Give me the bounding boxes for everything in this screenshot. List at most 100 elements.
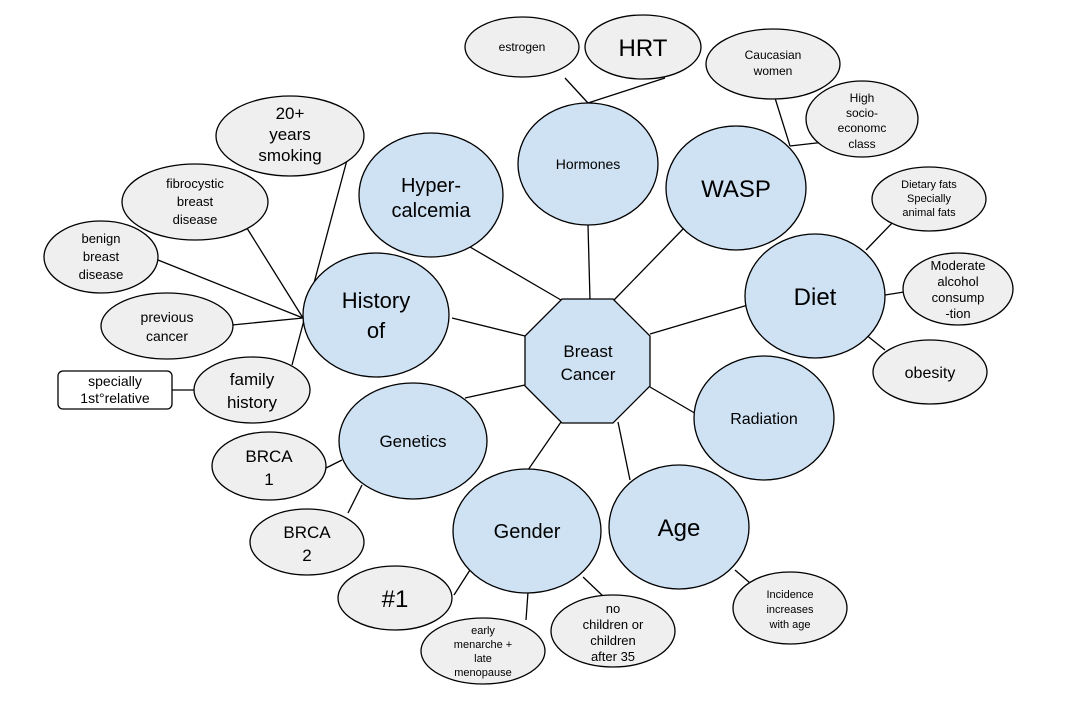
edge-gender-children bbox=[582, 576, 605, 598]
detail-menarche-ellipse bbox=[420, 617, 546, 685]
category-radiation: Radiation bbox=[693, 355, 835, 481]
category-radiation-label: Radiation bbox=[730, 411, 798, 428]
detail-estrogen-ellipse bbox=[464, 16, 580, 78]
detail-brca2-ellipse bbox=[249, 508, 365, 576]
edge-center-history bbox=[451, 317, 526, 337]
detail-benign-ellipse bbox=[43, 220, 159, 294]
edge-hormones-hrt bbox=[587, 77, 666, 104]
detail-caucasian-ellipse bbox=[705, 28, 841, 100]
category-diet-ellipse bbox=[744, 233, 886, 359]
edge-center-gender bbox=[527, 421, 562, 471]
detail-hrt: HRT bbox=[584, 14, 702, 80]
category-hypercalcemia-ellipse bbox=[358, 132, 504, 258]
category-wasp-label: WASP bbox=[701, 176, 771, 203]
edge-gender-number1 bbox=[453, 569, 471, 596]
detail-brca1-ellipse bbox=[211, 431, 327, 501]
detail-hrt-label: HRT bbox=[619, 35, 668, 62]
edge-hormones-estrogen bbox=[564, 77, 589, 104]
category-hormones-ellipse bbox=[517, 102, 659, 226]
category-genetics-ellipse bbox=[338, 382, 488, 500]
category-genetics: Genetics bbox=[338, 382, 488, 500]
detail-relative-box bbox=[57, 370, 173, 410]
edge-center-genetics bbox=[464, 384, 526, 399]
center-connectors bbox=[451, 224, 749, 481]
detail-obesity-label: obesity bbox=[905, 365, 956, 382]
edge-center-wasp bbox=[613, 227, 685, 301]
category-age-ellipse bbox=[608, 464, 750, 590]
category-gender-label: Gender bbox=[494, 521, 561, 543]
detail-estrogen-label: estrogen bbox=[499, 40, 546, 54]
category-radiation-ellipse bbox=[693, 355, 835, 481]
detail-obesity-ellipse bbox=[872, 339, 988, 405]
category-gender: Gender bbox=[452, 468, 602, 594]
edge-center-diet bbox=[649, 304, 749, 335]
edge-center-age bbox=[617, 421, 631, 481]
detail-fibrocystic-ellipse bbox=[121, 163, 269, 241]
detail-obesity: obesity bbox=[872, 339, 988, 405]
edge-genetics-brca2 bbox=[347, 484, 363, 514]
category-hypercalcemia-label: Hyper-calcemia bbox=[392, 175, 472, 222]
detail-socio-ellipse bbox=[805, 80, 919, 158]
center-octagon bbox=[524, 298, 651, 424]
edge-history-benign bbox=[157, 259, 304, 319]
category-diet: Diet bbox=[744, 233, 886, 359]
detail-hrt-ellipse bbox=[584, 14, 702, 80]
edge-center-hormones bbox=[587, 224, 591, 301]
edge-diet-fats bbox=[865, 219, 896, 251]
edge-wasp-caucasian bbox=[774, 97, 791, 147]
detail-family-ellipse bbox=[193, 356, 311, 424]
detail-incidence-ellipse bbox=[732, 571, 848, 645]
edge-center-radiation bbox=[649, 386, 699, 416]
category-wasp: WASP bbox=[665, 125, 807, 251]
edge-age-incidence bbox=[734, 569, 751, 584]
category-diet-label: Diet bbox=[794, 284, 837, 311]
edge-diet-alcohol bbox=[884, 291, 905, 296]
category-hormones: Hormones bbox=[517, 102, 659, 226]
detail-previous-ellipse bbox=[100, 292, 234, 360]
category-genetics-label: Genetics bbox=[379, 432, 446, 451]
detail-alcohol-ellipse bbox=[902, 252, 1014, 326]
category-age-label: Age bbox=[658, 515, 701, 542]
detail-number1-label: #1 bbox=[382, 586, 409, 613]
detail-fats-ellipse bbox=[871, 166, 987, 232]
edge-history-previous bbox=[231, 317, 304, 326]
category-wasp-ellipse bbox=[665, 125, 807, 251]
category-history-ellipse bbox=[302, 252, 450, 378]
edge-genetics-brca1 bbox=[325, 459, 343, 469]
category-hypercalcemia: Hyper-calcemia bbox=[358, 132, 504, 258]
edge-history-fibrocystic bbox=[244, 224, 304, 319]
